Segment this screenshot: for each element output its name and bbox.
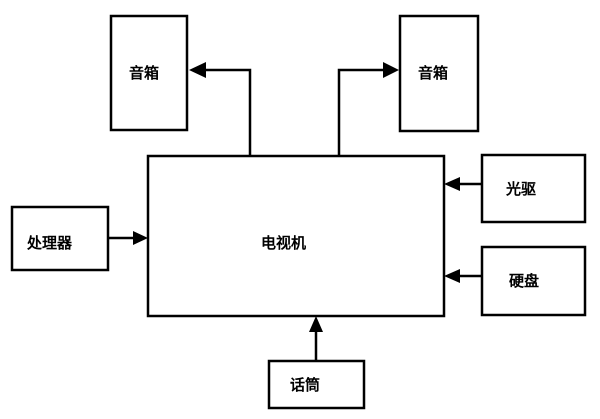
tv-to-speaker-left-line [204, 68, 252, 156]
tv-to-speaker-right-line [337, 68, 385, 156]
optical-drive-label: 光驱 [505, 180, 536, 198]
microphone-box [267, 359, 366, 410]
hard-disk-label: 硬盘 [509, 272, 539, 290]
speaker-left-box [109, 14, 189, 132]
hard-disk-to-tv-arrowhead [444, 269, 460, 283]
optical-drive-to-tv-arrowhead [444, 177, 460, 191]
tv-label: 电视机 [261, 234, 306, 252]
hard-disk-box [480, 245, 587, 317]
speaker-right-label: 音箱 [418, 64, 448, 82]
tv-to-speaker-right-arrowhead [383, 62, 399, 78]
processor-to-tv-arrowhead [133, 231, 148, 245]
tv-to-speaker-left-arrowhead [189, 62, 206, 78]
speaker-left-label: 音箱 [129, 64, 159, 82]
optical-drive-box [480, 153, 587, 224]
tv-box [146, 154, 446, 318]
microphone-label: 话筒 [290, 376, 320, 394]
microphone-to-tv-arrowhead [309, 316, 323, 332]
processor-label: 处理器 [26, 234, 73, 252]
speaker-right-box [398, 14, 480, 133]
